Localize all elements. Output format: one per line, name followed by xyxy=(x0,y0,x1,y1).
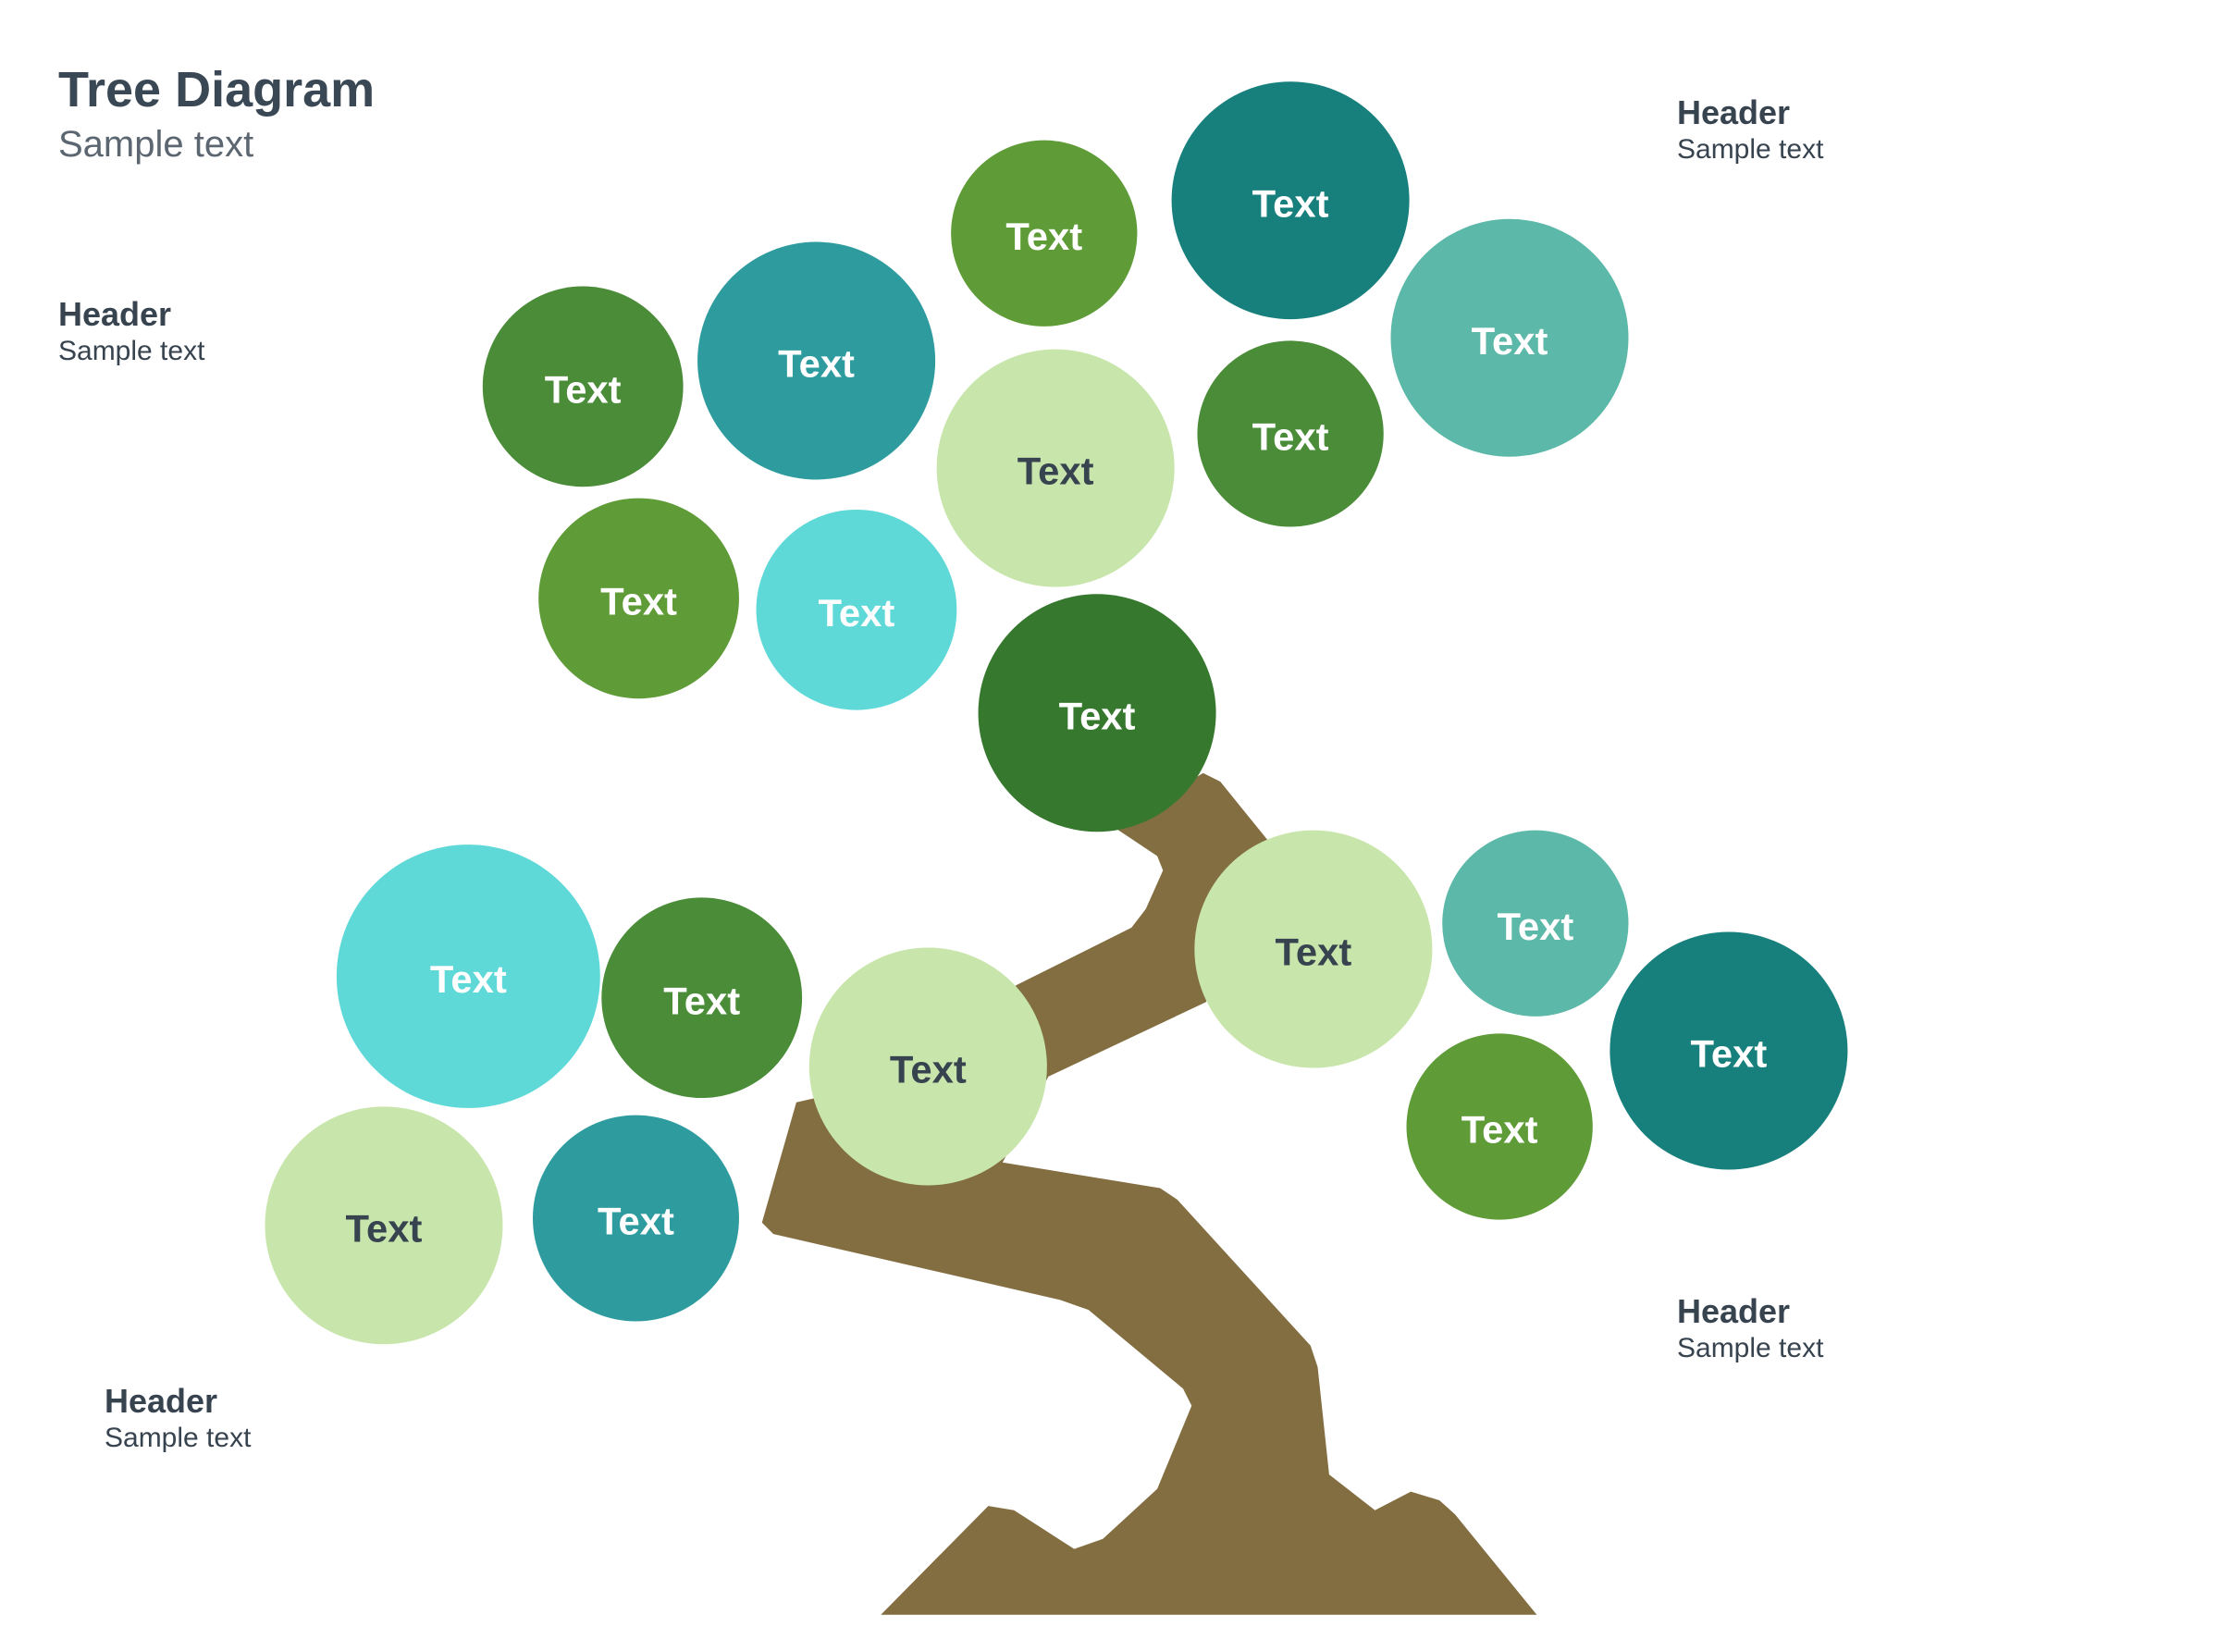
tree-node-label: Text xyxy=(346,1206,423,1250)
header-top-right-text: Sample text xyxy=(1677,134,1824,165)
tree-node-bubble xyxy=(978,594,1216,832)
tree-node-label: Text xyxy=(1252,181,1329,225)
tree-node-label: Text xyxy=(430,957,507,1001)
tree-node: Text xyxy=(482,286,684,487)
tree-node-bubble xyxy=(1197,340,1384,527)
tree-node: Text xyxy=(1171,81,1410,320)
tree-trunk xyxy=(761,772,1537,1615)
tree-node: Text xyxy=(1610,931,1848,1170)
tree-node-bubble xyxy=(951,140,1138,327)
tree-node-bubble xyxy=(1390,218,1629,457)
tree-node-bubble xyxy=(336,844,600,1108)
header-top-left-text: Sample text xyxy=(58,336,205,366)
header-bottom-left-text: Sample text xyxy=(105,1423,252,1453)
page-title: Tree Diagram xyxy=(58,62,376,117)
tree-node-bubble xyxy=(936,349,1175,587)
tree-node-bubble xyxy=(697,241,936,480)
tree-node-label: Text xyxy=(545,367,622,411)
tree-node-bubble xyxy=(1610,931,1848,1170)
tree-node-label: Text xyxy=(1690,1032,1767,1076)
tree-node: Text xyxy=(1194,830,1433,1068)
tree-node: Text xyxy=(936,349,1175,587)
tree-node: Text xyxy=(601,897,803,1099)
tree-node-bubble xyxy=(601,897,803,1099)
tree-node: Text xyxy=(756,509,957,710)
tree-node: Text xyxy=(533,1115,739,1322)
tree-node: Text xyxy=(697,241,936,480)
tree-node: Text xyxy=(336,844,600,1108)
tree-node: Text xyxy=(1390,218,1629,457)
tree-node-bubble xyxy=(808,947,1047,1186)
tree-node-bubble xyxy=(533,1115,739,1322)
tree-node-bubble xyxy=(482,286,684,487)
tree-node: Text xyxy=(808,947,1047,1186)
tree-node-label: Text xyxy=(1497,905,1573,948)
tree-node-bubble xyxy=(265,1106,503,1345)
tree-node-label: Text xyxy=(778,342,855,386)
tree-node: Text xyxy=(951,140,1138,327)
tree-node-label: Text xyxy=(1005,215,1082,258)
tree-node-label: Text xyxy=(1462,1108,1538,1152)
tree-node-bubble xyxy=(1194,830,1433,1068)
tree-node-label: Text xyxy=(1018,450,1094,493)
tree-node-label: Text xyxy=(890,1048,967,1091)
tree-node-bubble xyxy=(538,498,739,699)
header-top-right: Header xyxy=(1677,93,1791,131)
tree-node: Text xyxy=(265,1106,503,1345)
tree-node-label: Text xyxy=(598,1200,674,1243)
tree-node-bubble xyxy=(1171,81,1410,320)
tree-node-label: Text xyxy=(1472,319,1548,363)
tree-node-label: Text xyxy=(819,591,895,635)
tree-node-bubble xyxy=(1406,1033,1593,1220)
tree-node-label: Text xyxy=(663,979,740,1022)
tree-node-bubble xyxy=(756,509,957,710)
tree-node-label: Text xyxy=(600,580,677,623)
header-top-left: Header xyxy=(58,295,172,333)
tree-node: Text xyxy=(538,498,739,699)
tree-node: Text xyxy=(1442,830,1629,1017)
header-bottom-left: Header xyxy=(105,1382,218,1420)
tree-node-bubble xyxy=(1442,830,1629,1017)
tree-node: Text xyxy=(978,594,1216,832)
tree-node-label: Text xyxy=(1252,415,1329,459)
header-bottom-right: Header xyxy=(1677,1292,1791,1330)
tree-node-label: Text xyxy=(1059,694,1136,737)
tree-node: Text xyxy=(1197,340,1384,527)
tree-node-label: Text xyxy=(1275,931,1351,974)
tree-node: Text xyxy=(1406,1033,1593,1220)
header-bottom-right-text: Sample text xyxy=(1677,1333,1824,1363)
page-subtitle: Sample text xyxy=(58,124,254,165)
